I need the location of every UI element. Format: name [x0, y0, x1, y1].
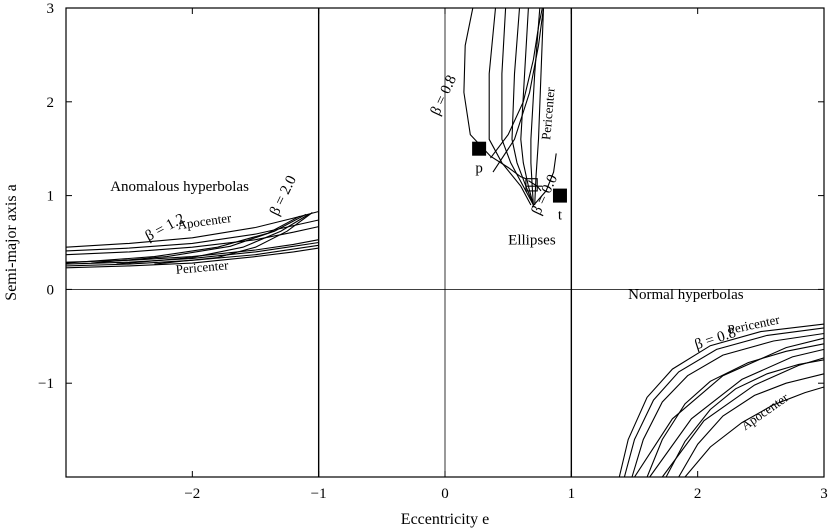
series-line-normal-28 — [665, 359, 825, 478]
reference-lines — [66, 8, 824, 477]
curve-annotation: β = 0.8 — [428, 73, 460, 118]
marker-t — [552, 188, 567, 203]
series-line-anomalous-4 — [65, 241, 319, 265]
marker-label-p: p — [475, 161, 483, 177]
series-line-normal-30 — [684, 386, 825, 478]
curve-layer — [65, 7, 825, 478]
y-tick-label: 1 — [47, 189, 55, 205]
x-tick-label: 2 — [694, 486, 702, 502]
series-line-ellipse-18 — [490, 7, 543, 159]
series-line-ellipse-21 — [525, 178, 538, 192]
x-axis-label: Eccentricity e — [401, 511, 489, 528]
series-line-normal-32 — [649, 348, 825, 478]
x-tick-label: 3 — [820, 486, 828, 502]
curve-annotation: β = 2.0 — [267, 173, 300, 218]
curve-annotation: Pericenter — [175, 257, 229, 277]
series-line-normal-33 — [661, 357, 825, 478]
series-line-anomalous-8 — [91, 213, 307, 264]
series-line-anomalous-2 — [65, 226, 319, 256]
series-line-ellipse-19 — [492, 7, 545, 173]
series-line-anomalous-10 — [154, 212, 313, 265]
curve-annotation: Apocenter — [176, 210, 232, 232]
series-line-anomalous-1 — [65, 219, 319, 252]
y-tick-label: −1 — [38, 376, 54, 392]
series-line-normal-26 — [631, 332, 825, 478]
y-axis-label: Semi-major axis a — [3, 184, 20, 300]
series-line-anomalous-6 — [65, 247, 319, 269]
x-tick-label: 1 — [568, 486, 576, 502]
series-line-normal-31 — [634, 337, 825, 478]
series-line-normal-25 — [623, 327, 825, 478]
region-label: Normal hyperbolas — [628, 287, 744, 303]
marker-layer: pt — [472, 141, 567, 224]
region-label: Ellipses — [508, 232, 556, 248]
y-tick-label: 2 — [47, 95, 55, 111]
y-tick-label: 0 — [47, 282, 55, 298]
series-line-anomalous-7 — [65, 215, 300, 264]
marker-label-t: t — [558, 208, 563, 224]
series-line-normal-27 — [646, 343, 825, 478]
marker-p — [472, 141, 487, 156]
series-line-ellipse-14 — [511, 7, 534, 206]
x-tick-label: −1 — [311, 486, 327, 502]
x-tick-label: 0 — [441, 486, 449, 502]
series-line-normal-24 — [618, 323, 825, 478]
curve-annotation: Apocenter — [738, 389, 792, 433]
curve-annotation: Pericenter — [538, 86, 558, 140]
series-line-ellipse-16 — [530, 7, 541, 206]
series-line-ellipse-20 — [531, 153, 557, 208]
tick-layer: −2 −1 0 1 2 3 −1 0 1 2 3 — [38, 1, 828, 502]
series-line-ellipse-15 — [520, 7, 534, 206]
series-line-anomalous-9 — [116, 213, 309, 265]
series-line-normal-29 — [678, 373, 825, 478]
x-tick-label: −2 — [184, 486, 200, 502]
region-label: Anomalous hyperbolas — [110, 179, 249, 195]
y-tick-label: 3 — [47, 1, 55, 17]
